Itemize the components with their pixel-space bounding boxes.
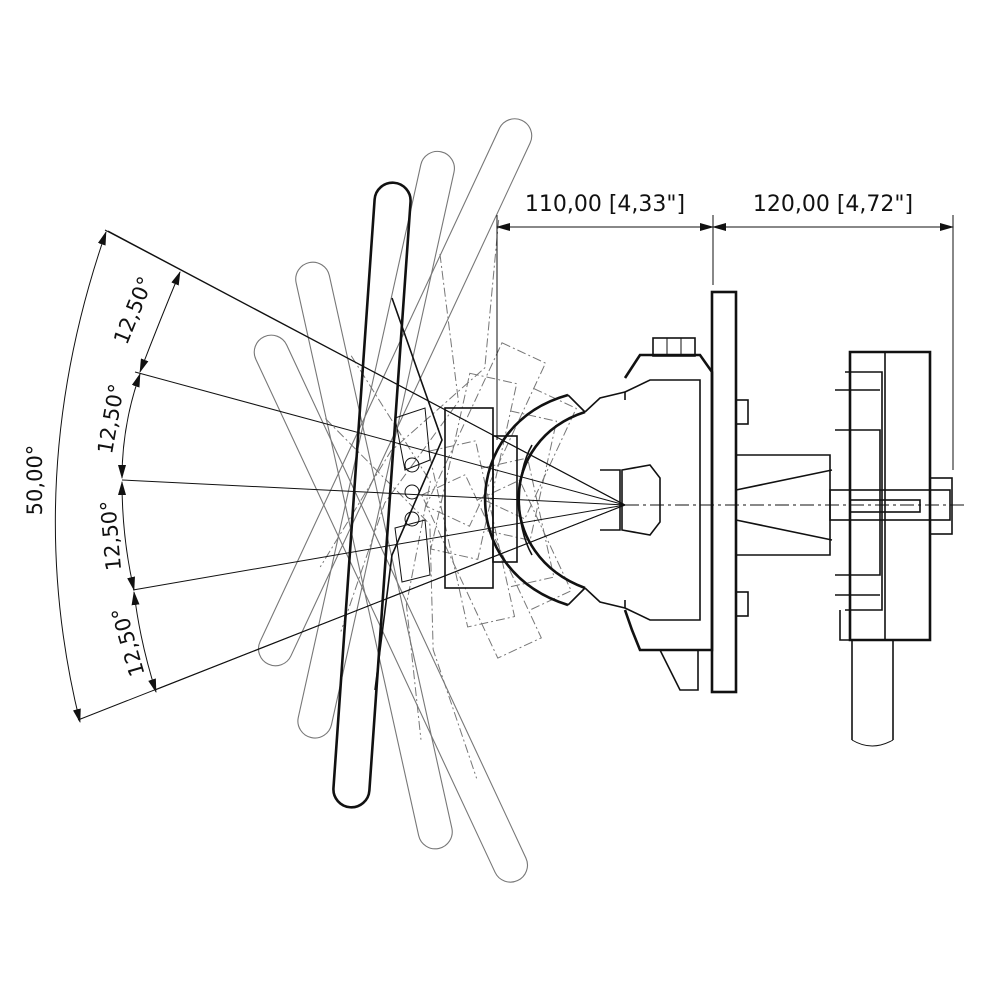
rear-clamp: [835, 350, 953, 642]
angle-ray-3: [121, 479, 626, 506]
bolt-top: [735, 399, 749, 425]
screen-panel: [332, 181, 443, 809]
angle-arc-total: [54, 231, 107, 723]
tilt-ghost-1: [253, 334, 572, 883]
angle-total-label: 50,00°: [23, 445, 47, 516]
tilt-ghost-positions: [253, 118, 577, 883]
mounting-plate: [710, 290, 749, 694]
angle-rays: [77, 229, 626, 721]
angle-arc-segment-2: [118, 373, 141, 479]
angle-segment-1-label: 12,50°: [109, 273, 158, 347]
shaft: [735, 454, 951, 556]
swivel-housing: [600, 337, 714, 691]
bolt-bottom: [735, 591, 749, 617]
angle-arc-segment-4: [131, 591, 157, 693]
dimension-110: 110,00 [4,33"]: [496, 192, 714, 440]
angle-arc-segment-3: [118, 481, 135, 591]
arc-guide: [483, 390, 626, 610]
mounting-pole: [851, 640, 894, 747]
dimension-110-label: 110,00 [4,33"]: [525, 192, 685, 217]
angle-ray-2: [134, 371, 626, 506]
tilt-ghost-2: [295, 261, 555, 850]
angle-arc-segment-1: [139, 271, 181, 373]
dimension-120: 120,00 [4,72"]: [712, 192, 954, 470]
angle-ray-4: [132, 504, 626, 591]
angle-dimensions: 50,00° 12,50° 12,50° 12,50° 12,50°: [23, 229, 626, 723]
angle-segment-3-label: 12,50°: [96, 499, 126, 571]
tilt-ghost-5: [257, 118, 577, 667]
angle-segment-4-label: 12,50°: [107, 605, 150, 680]
dimension-120-label: 120,00 [4,72"]: [753, 192, 913, 217]
